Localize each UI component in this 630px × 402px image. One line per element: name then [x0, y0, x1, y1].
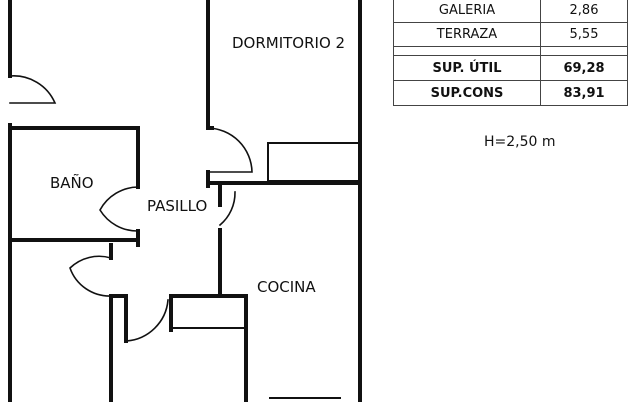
area-name: GALERIA — [393, 0, 541, 23]
total-name: SUP. ÚTIL — [393, 55, 541, 81]
door-swing — [125, 299, 169, 342]
table-row-total: SUP. ÚTIL 69,28 — [393, 55, 628, 81]
table-row-total: SUP.CONS 83,91 — [393, 80, 628, 106]
table-row: GALERIA 2,86 — [393, 0, 628, 23]
door-swing — [69, 255, 112, 297]
area-value: 5,55 — [540, 22, 628, 47]
total-name: SUP.CONS — [393, 80, 541, 106]
area-name: TERRAZA — [393, 22, 541, 47]
ceiling-height-note: H=2,50 m — [484, 134, 556, 150]
room-label-pasillo: PASILLO — [147, 197, 207, 215]
area-table: GALERIA 2,86 TERRAZA 5,55 SUP. ÚTIL 69,2… — [393, 0, 628, 106]
door-swing — [218, 191, 236, 227]
total-value: 83,91 — [540, 80, 628, 106]
room-label-bano: BAÑO — [50, 173, 94, 192]
door-swing — [9, 75, 57, 104]
table-row: TERRAZA 5,55 — [393, 22, 628, 47]
table-gap — [393, 46, 628, 56]
door-swing — [99, 186, 139, 232]
door-swing — [207, 127, 253, 173]
wardrobe — [267, 142, 361, 182]
room-label-dormitorio-2: DORMITORIO 2 — [232, 34, 345, 52]
floor-plan: DORMITORIO 2 BAÑO PASILLO COCINA — [8, 0, 362, 402]
area-value: 2,86 — [540, 0, 628, 23]
total-value: 69,28 — [540, 55, 628, 81]
room-label-cocina: COCINA — [257, 278, 316, 296]
